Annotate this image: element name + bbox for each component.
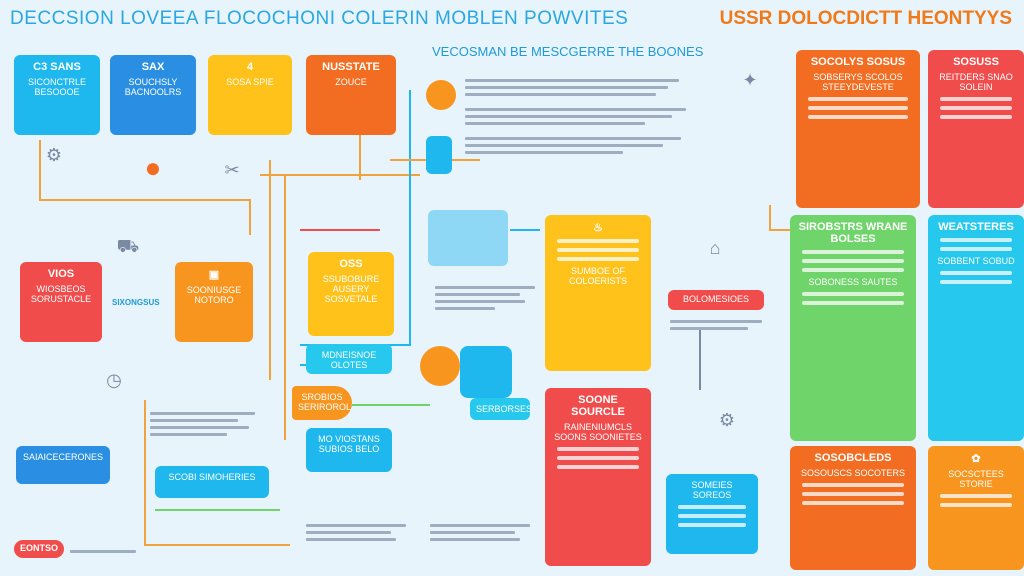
green-text: SOBONESS SAUTES <box>808 277 898 287</box>
left-card-2-head: SAX <box>141 61 165 73</box>
checklist-icon <box>460 346 512 398</box>
orange-pill-card[interactable]: SROBIOS SERIROROLES <box>292 386 352 420</box>
orange-top-card[interactable]: SOCOLYS SOSUS SOBSERYS SCOLOS STEEYDEVES… <box>796 50 920 208</box>
blue-bottom-small-card[interactable]: SCOBI SIMOHERIES <box>155 466 269 498</box>
s-label: SIXONGSUS <box>112 298 160 307</box>
center-mid-text <box>435 282 535 314</box>
orange-mid-card-icon: ▣ <box>208 269 220 281</box>
left-card-3-head: 4 <box>246 61 254 73</box>
pink-pill-text: BOLOMESIOES <box>682 294 750 304</box>
vios-card-text: WIOSBEOS SORUSTACLE <box>30 284 92 304</box>
orange-top-head: SOCOLYS SOSUS <box>810 56 906 68</box>
pc-icon: ⌂ <box>709 237 721 258</box>
left-card-4-text: ZOUCE <box>335 77 367 87</box>
left-card-1[interactable]: C3 SANS SICONCTRLE BESOOOE <box>14 55 100 135</box>
left-lower-text <box>150 408 260 440</box>
red-big-card[interactable]: SOONE SOURCLE RAINENIUMCLS SOONS SOONIET… <box>545 388 651 566</box>
yellow-big-text: SUMBOE OF COLOERISTS <box>568 266 627 286</box>
left-card-3[interactable]: 4 SOSA SPIE <box>208 55 292 135</box>
blue-bottom-left-text: SAIAICECERONES <box>22 452 104 462</box>
orange-circle-icon <box>420 346 460 386</box>
yellow-center-head: OSS <box>339 258 363 270</box>
orange-bottom-card[interactable]: SOSOBCLEDS SOSOUSCS SOCOTERS <box>790 446 916 570</box>
green-head: SIROBSTRS WRANE BOLSES <box>798 221 908 245</box>
blue-center-text: MO VIOSTANS SUBIOS BELO <box>318 434 380 454</box>
cyan-card[interactable]: WEATSTERES SOBBENT SOBUD <box>928 215 1024 441</box>
red-top-text: REITDERS SNAO SOLEIN <box>939 72 1013 92</box>
yellow-big-icon: ♨ <box>593 222 603 234</box>
orange-mid-card-text: SOONIUSGE NOTORO <box>186 285 242 305</box>
robot-icon: ● <box>144 152 162 183</box>
pink-pill[interactable]: BOLOMESIOES <box>668 290 764 310</box>
illustration-blue-panel <box>428 210 508 266</box>
cyan-text: SOBBENT SOBUD <box>937 256 1015 266</box>
yellow-center-card[interactable]: OSS SSUBOBURE AUSERY SOSVETALE <box>308 252 394 336</box>
document-icon <box>426 136 452 174</box>
orange-bottom-text: SOSOUSCS SOCOTERS <box>800 468 906 478</box>
yellow-bottom-card[interactable]: ✿ SOCSCTEES STORIE <box>928 446 1024 570</box>
center-bottom-text-2 <box>430 520 530 545</box>
blue-center-card[interactable]: MO VIOSTANS SUBIOS BELO <box>306 428 392 472</box>
page-title-left: DECCSION LOVEEA FLOCOCHONI COLERIN MOBLE… <box>10 8 629 29</box>
lightbulb-icon: ✦ <box>742 69 758 90</box>
left-card-4[interactable]: NUSSTATE ZOUCE <box>306 55 396 135</box>
blue-small-card[interactable]: SOMEIES SOREOS <box>666 474 758 554</box>
page-title-right: USSR DOLOCDICTT HEONTYYS <box>719 8 1012 29</box>
red-pill-button[interactable]: EONTSO <box>14 540 64 558</box>
section-subtitle: VECOSMAN BE MESCGERRE THE BOONES <box>432 44 704 59</box>
left-card-2-text: SOUCHSLY BACNOOLRS <box>124 77 182 97</box>
vios-card[interactable]: VIOS WIOSBEOS SORUSTACLE <box>20 262 102 342</box>
center-bottom-text-1 <box>306 520 406 545</box>
blue-bottom-left-card[interactable]: SAIAICECERONES <box>16 446 110 484</box>
left-card-1-head: C3 SANS <box>33 61 81 73</box>
clock-icon: ◷ <box>106 369 122 390</box>
yellow-big-card[interactable]: ♨ SUMBOE OF COLOERISTS <box>545 215 651 371</box>
orange-top-text: SOBSERYS SCOLOS STEEYDEVESTE <box>813 72 903 92</box>
cyan-pill-card[interactable]: MDNEISNOE OLOTES <box>306 344 392 374</box>
yellow-bottom-text: SOCSCTEES STORIE <box>948 469 1004 489</box>
vios-card-head: VIOS <box>47 268 75 280</box>
red-big-head: SOONE SOURCLE <box>571 394 625 418</box>
center-right-text <box>670 316 762 334</box>
center-text-list <box>465 75 690 158</box>
left-card-2[interactable]: SAX SOUCHSLY BACNOOLRS <box>110 55 196 135</box>
blue-bottom-small-text: SCOBI SIMOHERIES <box>168 472 256 482</box>
left-card-4-head: NUSSTATE <box>322 61 380 73</box>
yellow-bottom-icon: ✿ <box>971 453 981 465</box>
left-card-1-text: SICONCTRLE BESOOOE <box>27 77 86 97</box>
machine-icon: ⚙ <box>45 144 63 165</box>
left-card-3-text: SOSA SPIE <box>226 77 274 87</box>
red-top-card[interactable]: SOSUSS REITDERS SNAO SOLEIN <box>928 50 1024 208</box>
warning-icon <box>426 80 456 110</box>
orange-bottom-head: SOSOBCLEDS <box>814 452 892 464</box>
cyan-box-text: SERBORSES <box>476 404 530 414</box>
red-top-head: SOSUSS <box>953 56 999 68</box>
red-big-text: RAINENIUMCLS SOONS SOONIETES <box>554 422 642 442</box>
green-card[interactable]: SIROBSTRS WRANE BOLSES SOBONESS SAUTES <box>790 215 916 441</box>
cyan-head: WEATSTERES <box>938 221 1014 233</box>
orange-pill-text: SROBIOS SERIROROLES <box>298 392 352 412</box>
tools-icon: ✂ <box>224 159 240 180</box>
orange-mid-card[interactable]: ▣ SOONIUSGE NOTORO <box>175 262 253 342</box>
cyan-box[interactable]: SERBORSES <box>470 398 530 420</box>
engine-icon: ⚙ <box>718 409 736 430</box>
footer-text-left <box>70 546 136 557</box>
yellow-center-text: SSUBOBURE AUSERY SOSVETALE <box>322 274 380 304</box>
cyan-pill-text: MDNEISNOE OLOTES <box>321 350 377 370</box>
truck-icon: ⛟ <box>116 236 140 256</box>
blue-small-text: SOMEIES SOREOS <box>691 480 733 500</box>
